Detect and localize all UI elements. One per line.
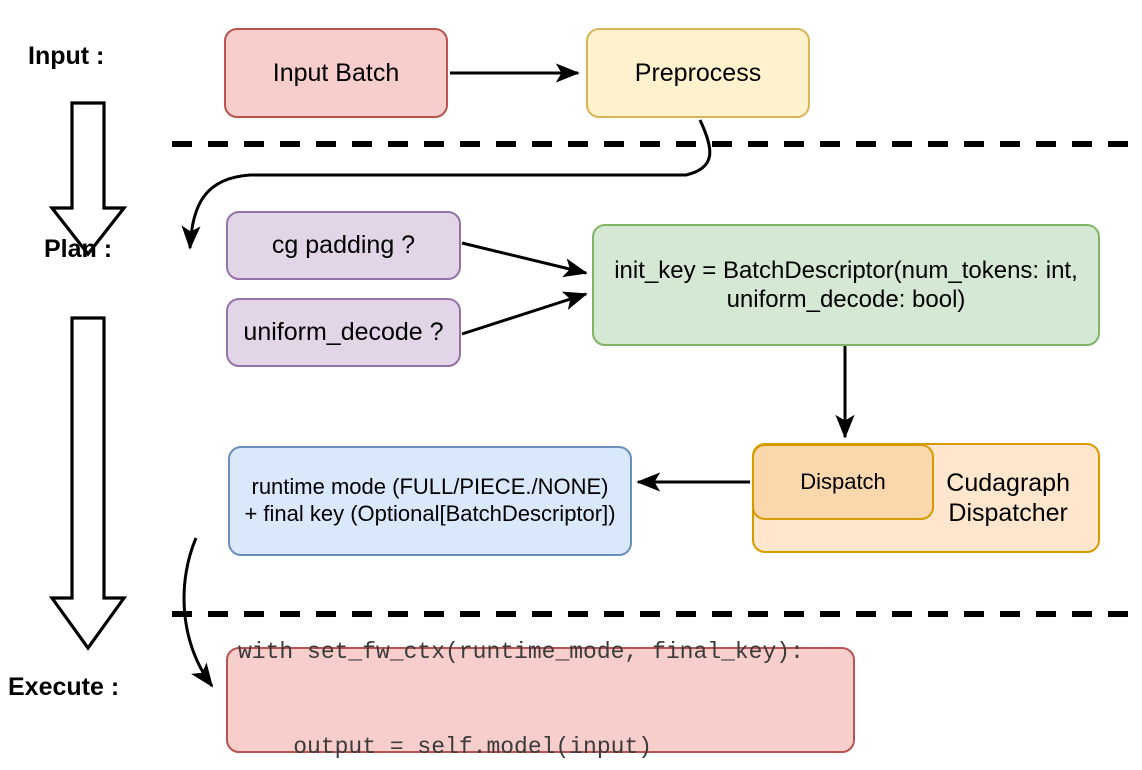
node-cudagraph-dispatcher-line2: Dispatcher bbox=[948, 499, 1068, 527]
input-to-plan-block-arrow bbox=[48, 101, 128, 257]
node-uniform-decode[interactable]: uniform_decode ? bbox=[226, 298, 461, 367]
connector-cg-padding-to-init-key bbox=[461, 241, 588, 278]
node-cg-padding[interactable]: cg padding ? bbox=[226, 211, 461, 280]
stage-label-input: Input : bbox=[28, 42, 105, 70]
node-execute-code[interactable]: with set_fw_ctx(runtime_mode, final_key)… bbox=[226, 639, 855, 760]
node-runtime-mode-line1: runtime mode (FULL/PIECE./NONE) bbox=[251, 474, 609, 500]
node-init-key-line2: uniform_decode: bool) bbox=[726, 286, 966, 313]
stage-label-plan: Plan : bbox=[44, 235, 113, 263]
plan-to-execute-block-arrow bbox=[48, 316, 128, 651]
node-input-batch[interactable]: Input Batch bbox=[224, 28, 448, 118]
node-runtime-mode[interactable]: runtime mode (FULL/PIECE./NONE) + final … bbox=[228, 446, 632, 556]
node-execute-code-line2: output = self.model(input) bbox=[238, 733, 653, 760]
node-dispatch-label: Dispatch bbox=[800, 468, 886, 494]
connector-runtime-mode-to-execute-code bbox=[182, 537, 214, 688]
node-init-key[interactable]: init_key = BatchDescriptor(num_tokens: i… bbox=[592, 224, 1100, 346]
node-execute-code-line1: with set_fw_ctx(runtime_mode, final_key)… bbox=[238, 638, 804, 665]
node-cudagraph-dispatcher-line1: Cudagraph bbox=[946, 468, 1070, 497]
node-input-batch-label: Input Batch bbox=[272, 58, 400, 87]
node-preprocess[interactable]: Preprocess bbox=[586, 28, 810, 118]
node-dispatch[interactable]: Dispatch bbox=[752, 444, 934, 520]
node-uniform-decode-label: uniform_decode ? bbox=[243, 318, 444, 347]
node-preprocess-label: Preprocess bbox=[634, 58, 762, 87]
stage-label-execute: Execute : bbox=[8, 673, 120, 701]
node-cg-padding-label: cg padding ? bbox=[271, 231, 416, 260]
node-runtime-mode-line2: + final key (Optional[BatchDescriptor]) bbox=[244, 501, 616, 526]
node-init-key-line1: init_key = BatchDescriptor(num_tokens: i… bbox=[614, 256, 1078, 284]
connector-uniform-decode-to-init-key bbox=[461, 291, 588, 336]
